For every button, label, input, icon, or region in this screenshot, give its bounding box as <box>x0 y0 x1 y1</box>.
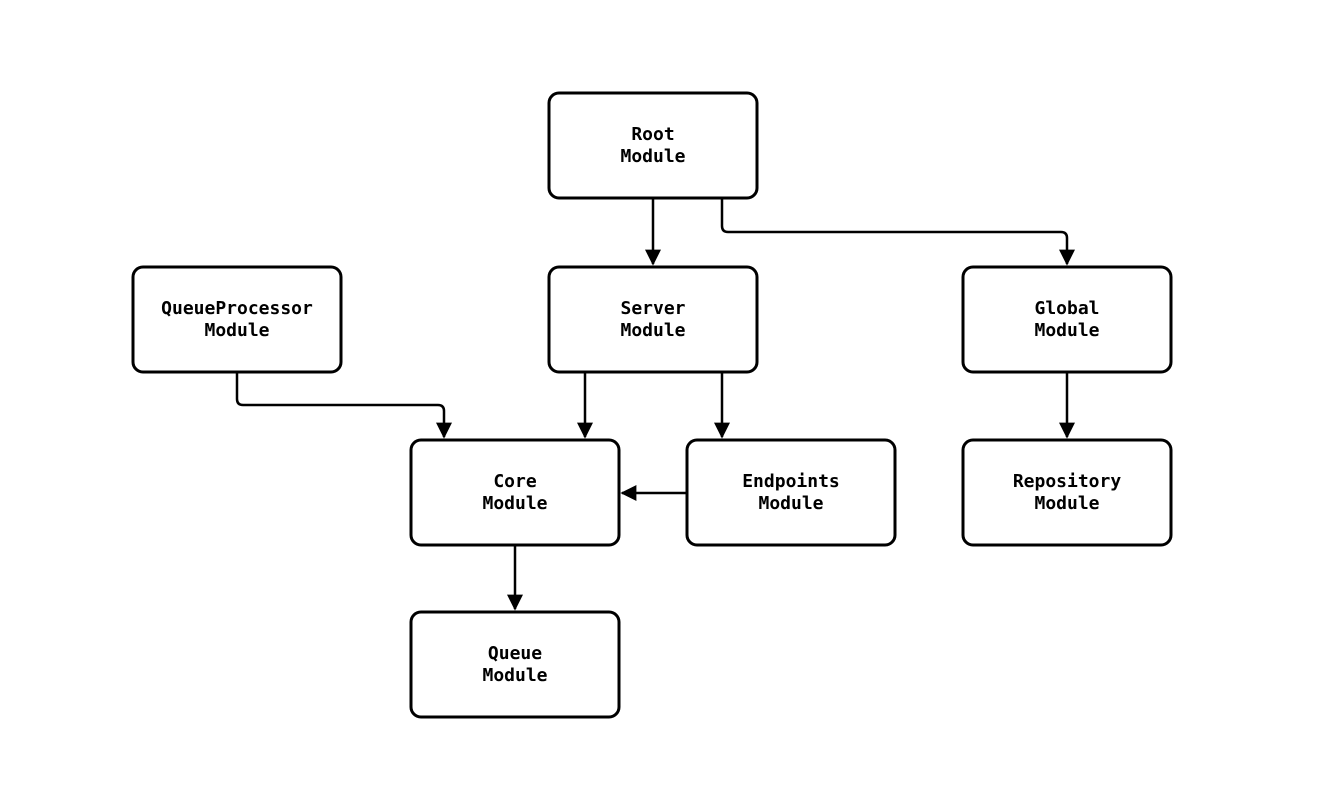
node-box-root <box>547 91 759 200</box>
node-box-core <box>409 438 621 547</box>
edge-queueprocessor-to-core <box>235 372 452 439</box>
node-box-endpoints <box>685 438 897 547</box>
node-box-global <box>961 265 1173 374</box>
edges-layer <box>235 198 1075 611</box>
node-box-repository <box>961 438 1173 547</box>
node-box-server <box>547 265 759 374</box>
node-box-queueprocessor <box>131 265 343 374</box>
edge-root-to-global <box>720 198 1075 266</box>
node-box-queue <box>409 610 621 719</box>
